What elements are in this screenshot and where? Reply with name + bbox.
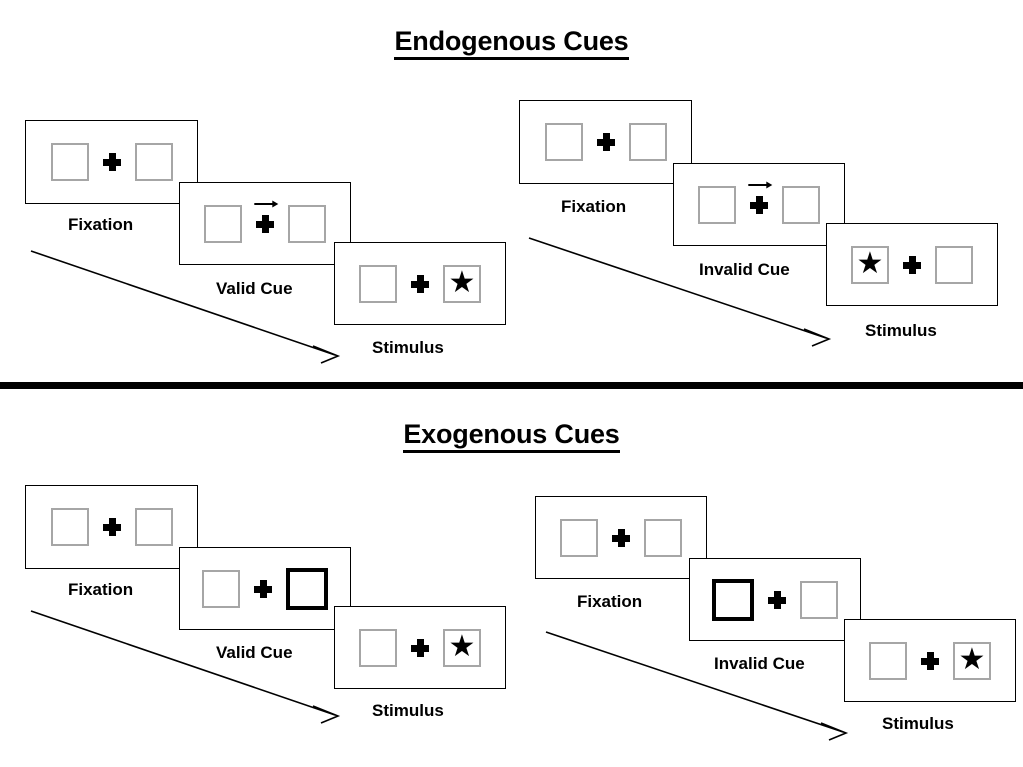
step-label-stimulus-exogenous-invalid: Stimulus — [882, 714, 954, 733]
trial-frame-stimulus-endogenous-invalid: ★ — [826, 223, 998, 306]
trial-frame-cue-endogenous-valid — [179, 182, 351, 265]
fixation-cross-wrap — [612, 528, 630, 547]
trial-frame-cue-exogenous-valid — [179, 547, 351, 630]
placeholder-box-right — [628, 123, 667, 161]
placeholder-box-right-target: ★ — [443, 264, 481, 303]
fixation-cross-icon — [102, 153, 121, 171]
placeholder-box-right — [782, 185, 820, 224]
fixation-cross-icon — [612, 528, 630, 547]
trial-frame-cue-exogenous-invalid — [689, 558, 861, 641]
fixation-cross-icon — [102, 518, 121, 536]
step-label-fixation-endogenous-valid: Fixation — [68, 215, 134, 234]
placeholder-box-left-cued — [712, 578, 754, 621]
fixation-cross-icon — [256, 214, 274, 233]
star-icon: ★ — [448, 629, 476, 663]
step-label-cue-endogenous-invalid: Invalid Cue — [699, 260, 790, 279]
fixation-cross-wrap — [768, 590, 786, 609]
placeholder-box-right — [134, 143, 173, 181]
section-title-endogenous: Endogenous Cues — [0, 26, 1023, 60]
trial-frame-stimulus-endogenous-valid: ★ — [334, 242, 506, 325]
placeholder-box-left — [698, 185, 736, 224]
time-flow-arrow-endogenous-invalid — [528, 237, 832, 347]
fixation-cross-wrap — [748, 181, 773, 214]
placeholder-box-right-target: ★ — [443, 628, 481, 667]
placeholder-box-left — [202, 569, 240, 608]
fixation-cross-wrap — [921, 651, 939, 670]
fixation-cross-wrap — [411, 638, 429, 657]
trial-frame-fixation-exogenous-invalid — [535, 496, 707, 579]
fixation-cross-wrap — [903, 255, 921, 274]
placeholder-box-left — [544, 123, 583, 161]
step-label-stimulus-exogenous-valid: Stimulus — [372, 701, 444, 720]
fixation-cross-icon — [768, 590, 786, 609]
step-label-stimulus-endogenous-valid: Stimulus — [372, 338, 444, 357]
fixation-cross-icon — [411, 638, 429, 657]
fixation-cross-wrap — [254, 200, 279, 233]
fixation-cross-wrap — [102, 153, 121, 171]
trial-frame-stimulus-exogenous-invalid: ★ — [844, 619, 1016, 702]
placeholder-box-right — [935, 245, 973, 284]
placeholder-box-right-cued — [286, 567, 328, 610]
fixation-cross-wrap — [254, 579, 272, 598]
placeholder-box-left — [359, 628, 397, 667]
fixation-cross-icon — [921, 651, 939, 670]
step-label-cue-exogenous-valid: Valid Cue — [216, 643, 293, 662]
trial-frame-stimulus-exogenous-valid: ★ — [334, 606, 506, 689]
section-title-exogenous: Exogenous Cues — [0, 419, 1023, 453]
placeholder-box-left — [50, 143, 89, 181]
placeholder-box-right — [800, 580, 838, 619]
star-icon: ★ — [958, 642, 986, 676]
step-label-cue-exogenous-invalid: Invalid Cue — [714, 654, 805, 673]
time-flow-arrow-exogenous-invalid — [545, 631, 849, 741]
fixation-cross-icon — [596, 133, 615, 151]
trial-frame-fixation-endogenous-valid — [25, 120, 198, 204]
placeholder-box-left — [869, 641, 907, 680]
placeholder-box-right — [134, 508, 173, 546]
step-label-fixation-exogenous-invalid: Fixation — [577, 592, 643, 611]
arrow-right-icon — [748, 181, 773, 188]
placeholder-box-left — [50, 508, 89, 546]
fixation-cross-icon — [254, 579, 272, 598]
section-title-endogenous-text: Endogenous Cues — [394, 26, 629, 60]
star-icon: ★ — [448, 265, 476, 299]
placeholder-box-right-target: ★ — [953, 641, 991, 680]
trial-frame-fixation-exogenous-valid — [25, 485, 198, 569]
placeholder-box-left — [560, 518, 598, 557]
section-divider — [0, 382, 1023, 389]
step-label-cue-endogenous-valid: Valid Cue — [216, 279, 293, 298]
placeholder-box-right — [288, 204, 326, 243]
section-title-exogenous-text: Exogenous Cues — [403, 419, 620, 453]
star-icon: ★ — [856, 246, 884, 280]
trial-frame-fixation-endogenous-invalid — [519, 100, 692, 184]
placeholder-box-left — [204, 204, 242, 243]
placeholder-box-left — [359, 264, 397, 303]
fixation-cross-icon — [411, 274, 429, 293]
fixation-cross-wrap — [102, 518, 121, 536]
step-label-stimulus-endogenous-invalid: Stimulus — [865, 321, 937, 340]
fixation-cross-icon — [903, 255, 921, 274]
step-label-fixation-exogenous-valid: Fixation — [68, 580, 134, 599]
arrow-right-icon — [254, 200, 279, 207]
step-label-fixation-endogenous-invalid: Fixation — [561, 197, 627, 216]
trial-frame-cue-endogenous-invalid — [673, 163, 845, 246]
fixation-cross-wrap — [596, 133, 615, 151]
placeholder-box-left-target: ★ — [851, 245, 889, 284]
fixation-cross-icon — [750, 195, 768, 214]
fixation-cross-wrap — [411, 274, 429, 293]
placeholder-box-right — [644, 518, 682, 557]
